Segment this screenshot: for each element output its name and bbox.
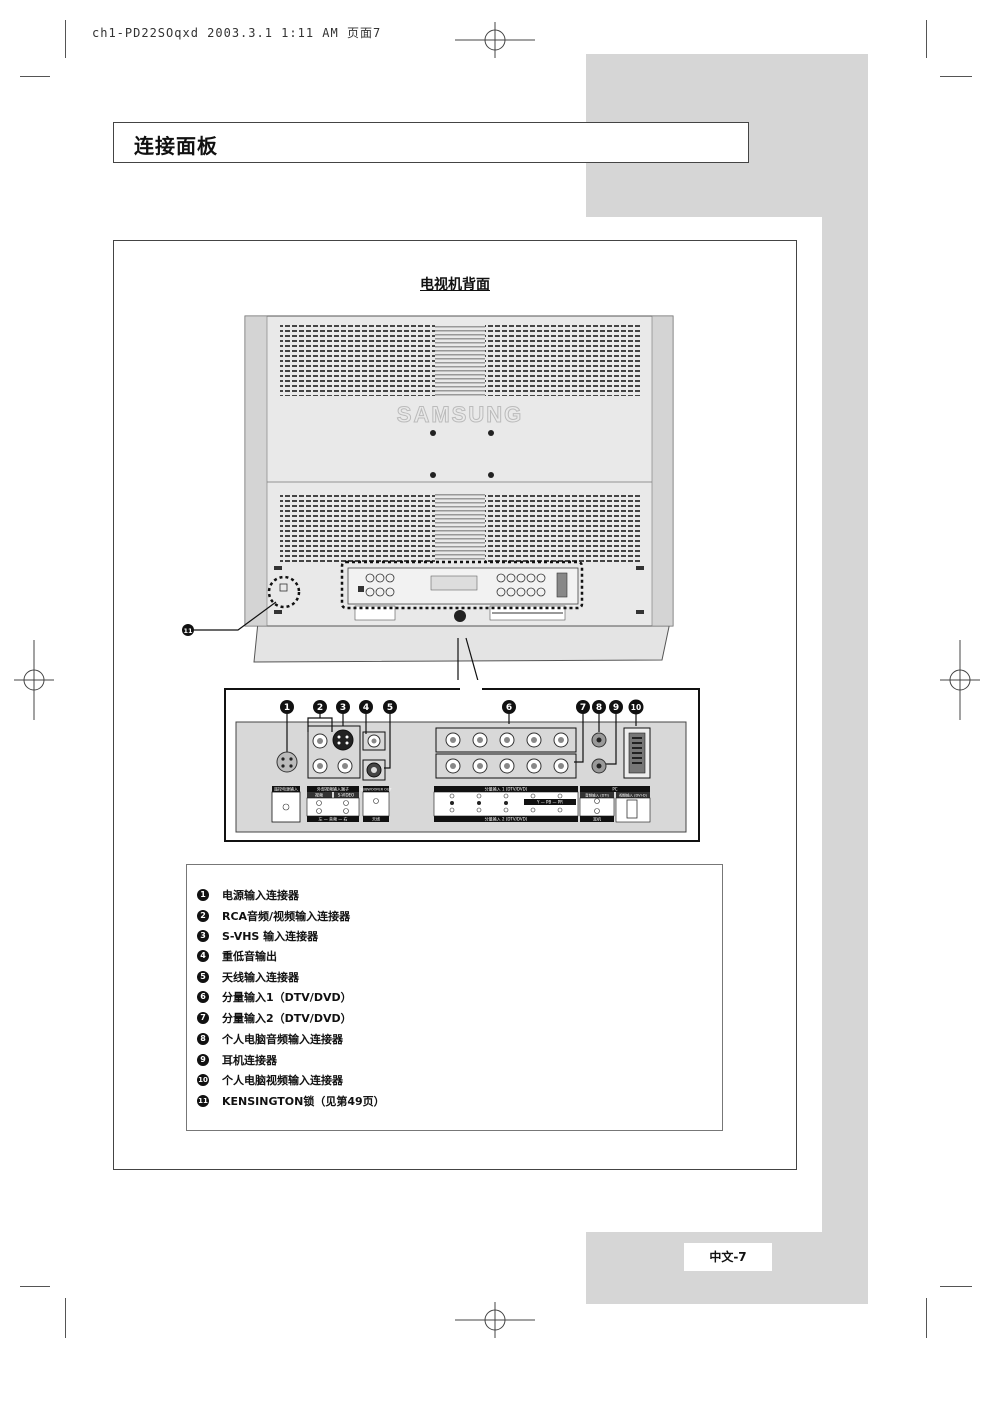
crop-mark [926, 20, 927, 58]
callout-3: 3 [340, 703, 346, 713]
crop-mark [65, 20, 66, 58]
crop-mark [940, 76, 972, 77]
legend-number: 8 [197, 1033, 209, 1045]
connector-panel-zoom: 1 2 3 4 5 6 7 8 9 10 [224, 688, 700, 842]
label-pc-audio: 音频输入 (DTI) [585, 793, 609, 798]
crop-mark [926, 1298, 927, 1338]
legend-text: 耳机连接器 [222, 1054, 277, 1067]
legend-text: 个人电脑音频输入连接器 [222, 1033, 343, 1046]
callout-1: 1 [284, 703, 290, 713]
legend-number: 7 [197, 1012, 209, 1024]
tv-back-illustration: SAMSUNG 11 [182, 315, 674, 680]
legend-number: 1 [197, 889, 209, 901]
callout-8: 8 [596, 703, 602, 713]
brand-logo: SAMSUNG [397, 402, 523, 427]
registration-mark-left [14, 640, 54, 720]
section-title: 连接面板 [134, 134, 218, 158]
legend-text: RCA音频/视频输入连接器 [222, 910, 351, 923]
legend-number: 10 [197, 1074, 209, 1086]
grey-band-side [822, 54, 868, 1304]
callout-9: 9 [613, 703, 619, 713]
label-comp-mid: Y — PB — PR [536, 800, 563, 805]
callout-11: 11 [183, 627, 193, 635]
callout-4: 4 [363, 703, 369, 713]
figure-title: 电视机背面 [420, 277, 490, 293]
legend-box: 1 电源输入连接器 2 RCA音频/视频输入连接器 3 S-VHS 输入连接器 … [186, 864, 723, 1131]
label-svideo: S-VIDEO [338, 793, 354, 798]
legend-text: 电源输入连接器 [222, 889, 299, 902]
registration-mark-top [455, 22, 535, 58]
print-slug: ch1-PD22SOqxd 2003.3.1 1:11 AM 页面7 [92, 26, 382, 40]
legend-item-8: 8 个人电脑音频输入连接器 [197, 1030, 343, 1048]
legend-number: 3 [197, 930, 209, 942]
legend-number: 2 [197, 910, 209, 922]
legend-item-2: 2 RCA音频/视频输入连接器 [197, 907, 350, 925]
legend-number: 6 [197, 991, 209, 1003]
label-subwoofer: SUBWOOFER OUT [360, 788, 392, 792]
legend-text: 重低音输出 [222, 950, 277, 963]
label-headphone: 耳机 [593, 816, 601, 822]
crop-mark [20, 1286, 50, 1287]
callout-5: 5 [387, 703, 393, 713]
legend-item-5: 5 天线输入连接器 [197, 968, 299, 986]
crop-mark [20, 76, 50, 77]
page-number: 中文-7 [684, 1243, 772, 1271]
legend-text: 个人电脑视频输入连接器 [222, 1074, 343, 1087]
label-pc: PC [612, 787, 617, 792]
legend-item-4: 4 重低音输出 [197, 947, 277, 965]
legend-item-6: 6 分量输入1（DTV/DVD） [197, 988, 352, 1006]
crop-mark [940, 1286, 972, 1287]
callout-2: 2 [317, 703, 323, 713]
section-title-box: 连接面板 [113, 122, 749, 163]
legend-text: S-VHS 输入连接器 [222, 930, 319, 943]
legend-item-1: 1 电源输入连接器 [197, 886, 299, 904]
legend-number: 4 [197, 950, 209, 962]
registration-mark-right [940, 640, 980, 720]
callout-7: 7 [580, 703, 586, 713]
legend-text: 分量输入2（DTV/DVD） [222, 1012, 352, 1025]
label-audio: 左 — 音频 — 右 [318, 816, 347, 822]
label-pc-video: 视频输入 (DVI-D) [619, 793, 647, 798]
legend-item-11: 11 KENSINGTON锁（见第49页） [197, 1092, 385, 1110]
crop-mark [65, 1298, 66, 1338]
legend-text: 天线输入连接器 [222, 971, 299, 984]
legend-number: 11 [197, 1095, 209, 1107]
legend-item-10: 10 个人电脑视频输入连接器 [197, 1071, 343, 1089]
label-comp1: 分量输入 1 (DTV/DVD) [485, 786, 528, 792]
callout-6: 6 [506, 703, 512, 713]
label-power: 遥控电源输入 [274, 786, 298, 792]
legend-item-7: 7 分量输入2（DTV/DVD） [197, 1009, 352, 1027]
legend-text: KENSINGTON锁（见第49页） [222, 1095, 385, 1108]
legend-number: 5 [197, 971, 209, 983]
legend-item-3: 3 S-VHS 输入连接器 [197, 927, 318, 945]
registration-mark-bottom [455, 1302, 535, 1338]
legend-text: 分量输入1（DTV/DVD） [222, 991, 352, 1004]
legend-number: 9 [197, 1054, 209, 1066]
callout-10: 10 [631, 703, 641, 712]
label-comp2: 分量输入 2 (DTV/DVD) [485, 816, 528, 822]
label-video: 视频 [315, 792, 323, 798]
legend-item-9: 9 耳机连接器 [197, 1051, 277, 1069]
label-av-in: 外部视频输入端子 [317, 786, 349, 792]
label-antenna: 天线 [372, 816, 380, 822]
